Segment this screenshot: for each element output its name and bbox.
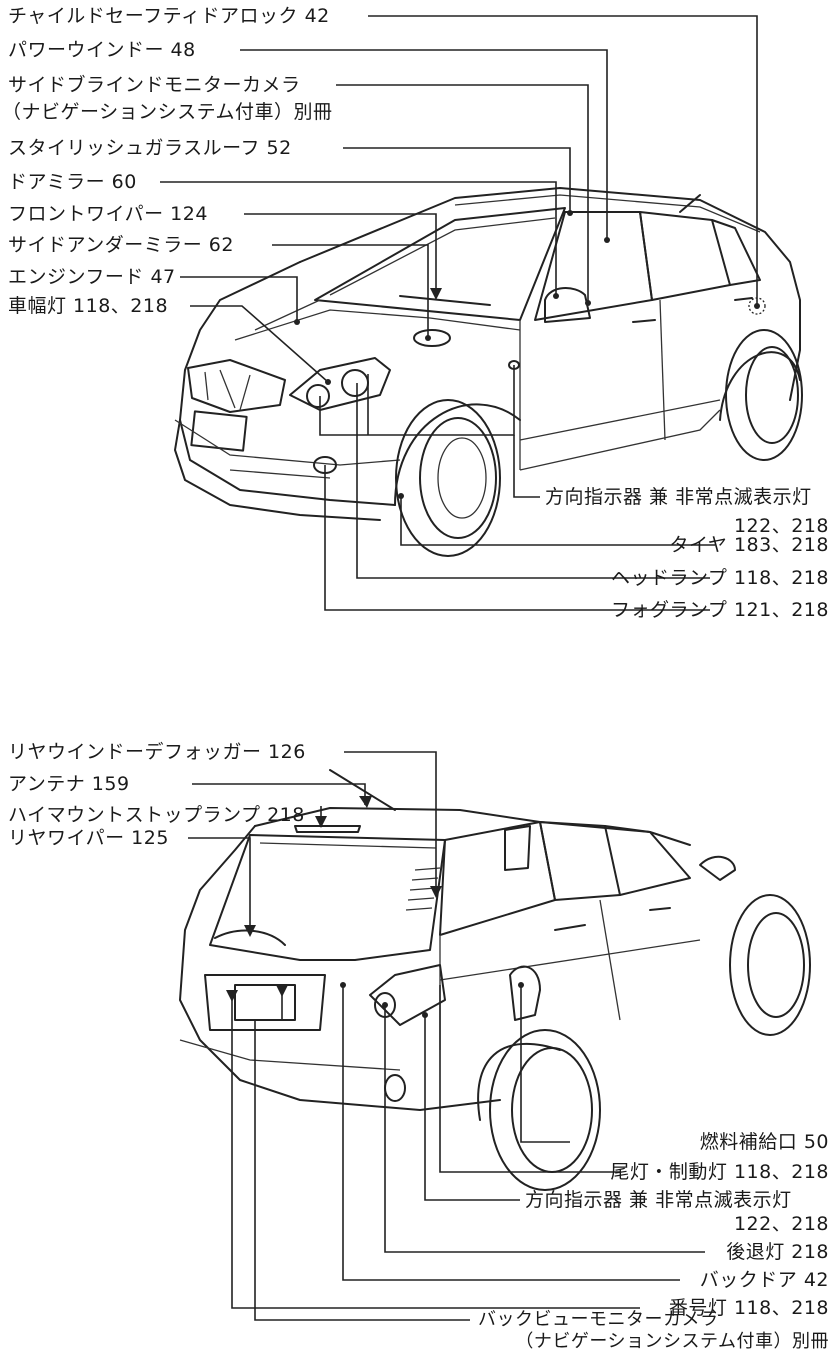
high-mount-stop-label: ハイマウントストップランプ 218 xyxy=(8,804,305,826)
rear-car-illustration xyxy=(179,751,811,1321)
front-turn-signal-label: 方向指示器 兼 非常点滅表示灯 xyxy=(545,486,812,508)
fuel-door-label: 燃料補給口 50 xyxy=(699,1131,829,1153)
side-under-mirror-label: サイドアンダーミラー 62 xyxy=(8,234,234,256)
glass-roof-label: スタイリッシュガラスルーフ 52 xyxy=(8,137,292,159)
rear-defogger-label: リヤウインドーデフォッガー 126 xyxy=(8,741,306,763)
back-view-camera-label: バックビューモニターカメラ xyxy=(478,1309,719,1330)
antenna-label: アンテナ 159 xyxy=(8,773,130,795)
fog-lamp-label: フォグランプ 121、218 xyxy=(610,599,829,621)
side-blind-camera-note: （ナビゲーションシステム付車）別冊 xyxy=(2,101,333,123)
side-blind-camera-label: サイドブラインドモニターカメラ xyxy=(8,74,301,96)
child-lock-label: チャイルドセーフティドアロック 42 xyxy=(8,5,330,27)
back-view-camera-note: （ナビゲーションシステム付車）別冊 xyxy=(515,1331,829,1352)
rear-wiper-label: リヤワイパー 125 xyxy=(8,827,169,849)
back-door-label: バックドア 42 xyxy=(699,1269,829,1291)
power-window-label: パワーウインドー 48 xyxy=(8,39,196,61)
backup-lamp-label: 後退灯 218 xyxy=(726,1241,829,1263)
tire-label: タイヤ 183、218 xyxy=(669,534,829,556)
rear-turn-signal-label: 方向指示器 兼 非常点滅表示灯 xyxy=(525,1189,792,1211)
door-mirror-label: ドアミラー 60 xyxy=(8,171,137,193)
side-marker-label: 車幅灯 118、218 xyxy=(8,295,169,317)
front-leader-lines xyxy=(160,15,760,611)
rear-leader-lines xyxy=(188,751,705,1321)
license-lamp-label: 番号灯 118、218 xyxy=(668,1297,829,1319)
front-turn-signal-pages: 122、218 xyxy=(733,515,829,537)
engine-hood-label: エンジンフード 47 xyxy=(8,266,176,288)
rear-turn-signal-pages: 122、218 xyxy=(733,1213,829,1235)
tail-stop-lamp-label: 尾灯・制動灯 118、218 xyxy=(610,1161,829,1183)
front-wiper-label: フロントワイパー 124 xyxy=(8,203,208,225)
front-car-illustration xyxy=(160,15,803,611)
headlamp-label: ヘッドランプ 118、218 xyxy=(610,567,829,589)
